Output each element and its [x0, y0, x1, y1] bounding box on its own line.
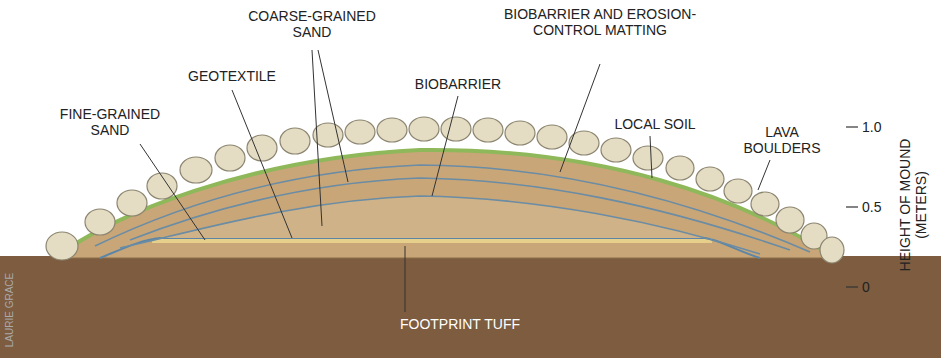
callout-label: FINE-GRAINED SAND	[45, 106, 175, 138]
callout-label: BIOBARRIER AND EROSION-CONTROL MATTING	[495, 6, 705, 38]
boulder	[601, 138, 631, 162]
axis-label: HEIGHT OF MOUND (METERS)	[897, 125, 929, 285]
callout-label: LAVA BOULDERS	[737, 124, 827, 156]
boulder	[751, 192, 779, 216]
axis-label: LAURIE GRACE	[4, 250, 16, 358]
callout-label: GEOTEXTILE	[172, 68, 292, 84]
boulder	[409, 117, 439, 141]
boulder	[820, 237, 844, 263]
boulder	[345, 120, 375, 144]
axis-ticks	[846, 127, 858, 287]
callout-label: FOOTPRINT TUFF	[360, 316, 560, 332]
boulder	[441, 117, 471, 141]
boulder	[377, 118, 407, 142]
callout-label: LOCAL SOIL	[600, 116, 710, 132]
boulder	[505, 121, 535, 145]
ground	[0, 256, 941, 358]
leader-lines	[140, 50, 770, 312]
lava-boulders	[46, 117, 844, 263]
callout-label: 0	[862, 279, 902, 295]
callout-label: BIOBARRIER	[398, 76, 518, 92]
geotextile	[100, 238, 760, 258]
boulder	[696, 167, 724, 191]
boulder	[280, 128, 310, 154]
callout-label: 1.0	[862, 119, 902, 135]
boulder	[666, 156, 694, 180]
matting	[55, 150, 835, 258]
boulder	[46, 232, 78, 260]
callout-label: COARSE-GRAINED SAND	[237, 8, 387, 40]
boulder	[180, 157, 212, 183]
mound	[55, 150, 835, 258]
callout-label: 0.5	[862, 199, 902, 215]
biobarrier-line	[120, 196, 760, 254]
boulder	[537, 125, 567, 149]
boulder	[724, 179, 752, 203]
boulder	[85, 209, 115, 235]
boulder	[633, 146, 663, 170]
boulder	[776, 207, 804, 233]
boulder	[215, 145, 245, 171]
boulder	[473, 118, 503, 142]
layer-line	[130, 178, 790, 250]
boulder	[117, 190, 147, 216]
